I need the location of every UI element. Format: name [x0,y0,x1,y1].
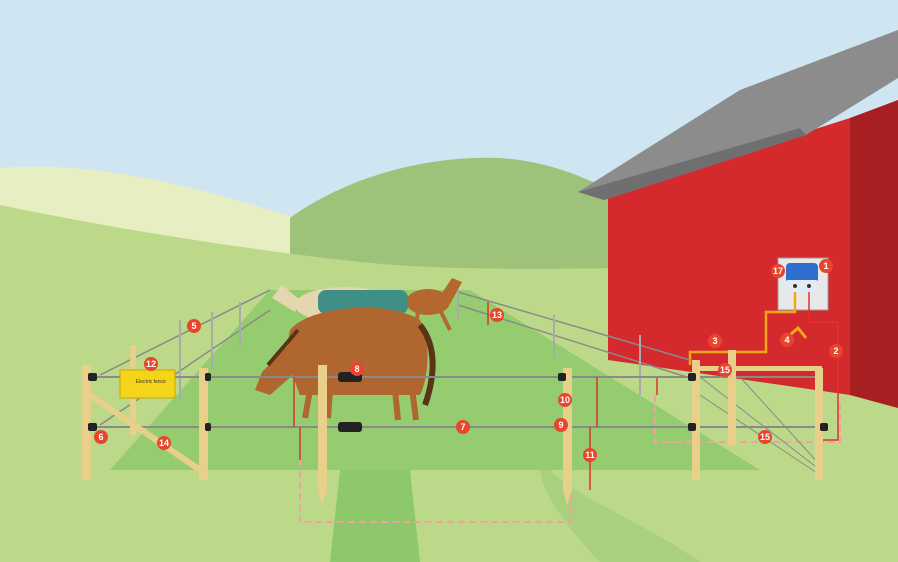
svg-text:14: 14 [159,438,169,448]
callout-7: 7 [456,420,470,434]
horse-neck [255,335,310,395]
svg-text:6: 6 [98,432,103,442]
gate-post [815,368,823,480]
svg-text:8: 8 [354,364,359,374]
callout-3: 3 [708,334,722,348]
callout-11: 11 [583,448,597,462]
svg-text:13: 13 [492,310,502,320]
gate-handle-bottom[interactable] [338,422,362,432]
callout-15b: 15 [758,430,772,444]
horse-leg [392,389,401,421]
barn-roof [578,30,898,200]
brace [88,392,202,473]
svg-text:15: 15 [760,432,770,442]
callout-13: 13 [490,308,504,322]
horse-body [406,289,450,315]
callout-layer: 1 2 3 4 5 6 7 8 9 10 11 12 13 14 15 15 1… [94,259,843,462]
post [318,365,327,490]
front-fence [82,302,828,505]
post-tip [563,490,572,505]
callout-8: 8 [350,362,364,376]
svg-text:5: 5 [191,321,196,331]
svg-text:1: 1 [823,261,828,271]
callout-14: 14 [157,436,171,450]
yellow-lead [688,292,797,365]
grass-track-right [540,470,700,562]
callout-2: 2 [829,344,843,358]
horse-mane [266,328,300,367]
svg-text:17: 17 [773,266,783,276]
svg-text:7: 7 [460,422,465,432]
callout-1: 1 [819,259,833,273]
barn-roof-edge [578,128,806,200]
horse-neck [440,278,462,304]
svg-text:11: 11 [585,450,595,460]
corner-post [82,365,91,480]
horse-leg [325,389,333,419]
horse-leg [409,387,419,421]
svg-text:2: 2 [833,346,838,356]
barn-side-wall [850,100,898,408]
insulator [205,423,211,431]
callout-5: 5 [187,319,201,333]
grass-track [330,470,420,562]
insulator [688,423,696,431]
barn-front-wall [608,118,850,395]
insulator [205,373,211,381]
horse-leg [438,309,452,331]
horse-blanket [318,290,408,314]
svg-text:9: 9 [558,420,563,430]
warning-sign-text: ⚡ Electric fence [128,378,166,385]
svg-text:4: 4 [784,335,789,345]
svg-text:15: 15 [720,365,730,375]
energizer-terminal-right[interactable] [807,284,811,288]
energizer-terminal-left[interactable] [793,284,797,288]
horse-head [272,285,300,312]
callout-9: 9 [554,418,568,432]
red-lead [808,292,839,441]
callout-12: 12 [144,357,158,371]
horse-leg [302,389,313,419]
post [199,368,208,480]
insulator [558,373,566,381]
gate-wire [739,376,821,466]
callout-17: 17 [771,264,785,278]
warning-sign-board [119,369,176,399]
post [563,368,572,490]
gate-post [692,360,700,480]
gate-post [728,350,736,445]
gate-wire [699,376,821,471]
gate-rail [692,366,822,371]
insulator [820,423,828,431]
lightning-diverter [789,325,808,339]
back-wire-top [99,289,271,376]
insulator [88,373,97,381]
insulator [688,373,696,381]
callout-15a: 15 [718,363,732,377]
callout-4: 4 [780,333,794,347]
back-right-wire-top [457,291,691,361]
insulator [88,423,97,431]
back-wire-bottom [99,309,271,426]
earth-cable-left [299,460,571,523]
post-tip [318,490,327,505]
warning-sign: ⚡ Electric fence [119,369,176,399]
callout-6: 6 [94,430,108,444]
barn [578,30,898,441]
svg-text:12: 12 [146,359,156,369]
back-fence [99,289,691,426]
callout-10: 10 [558,393,572,407]
svg-text:10: 10 [560,395,570,405]
horse-tail [417,323,436,406]
energizer-front [786,280,818,293]
svg-text:3: 3 [712,336,717,346]
earth-cable-right [654,395,841,443]
